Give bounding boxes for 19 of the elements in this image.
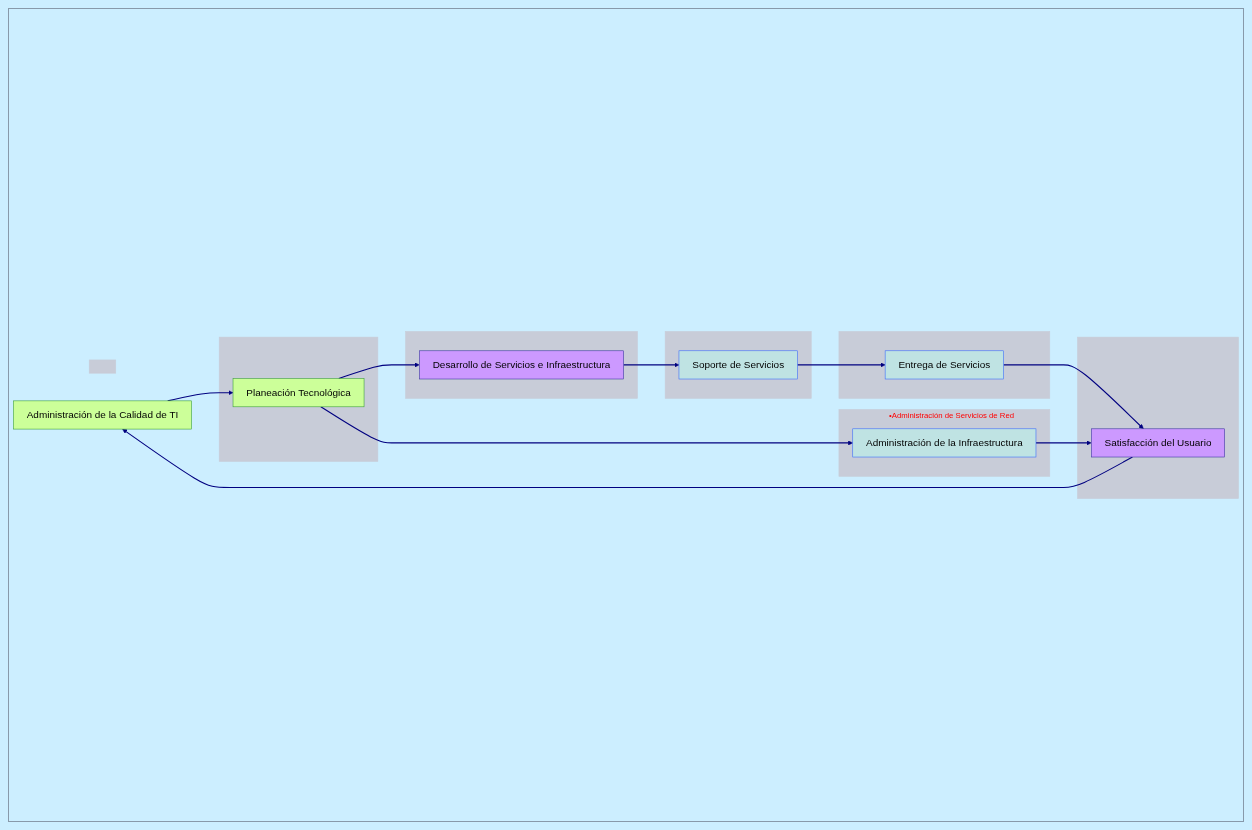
cluster [838,331,1051,399]
cluster [664,331,812,399]
node-box: Soporte de Servicios [678,350,798,380]
arrow [796,362,886,368]
cluster [218,336,379,462]
cluster [405,331,638,399]
node-box: Entrega de Servicios [884,350,1004,380]
arrow [320,406,853,446]
node-box: Administración de la Infraestructura [852,428,1037,458]
arrow [623,362,680,368]
node-box: Desarrollo de Servicios e Infraestructura [419,350,624,380]
node-box: Satisfacción del Usuario [1091,428,1225,458]
node-box: Administración de la Calidad de TI [13,400,192,430]
node-box: Planeación Tecnológica [232,378,365,408]
arrow [1035,440,1092,446]
arrow [338,362,420,380]
arrow [1003,364,1144,430]
cluster [1077,336,1239,499]
node-box [88,359,117,374]
